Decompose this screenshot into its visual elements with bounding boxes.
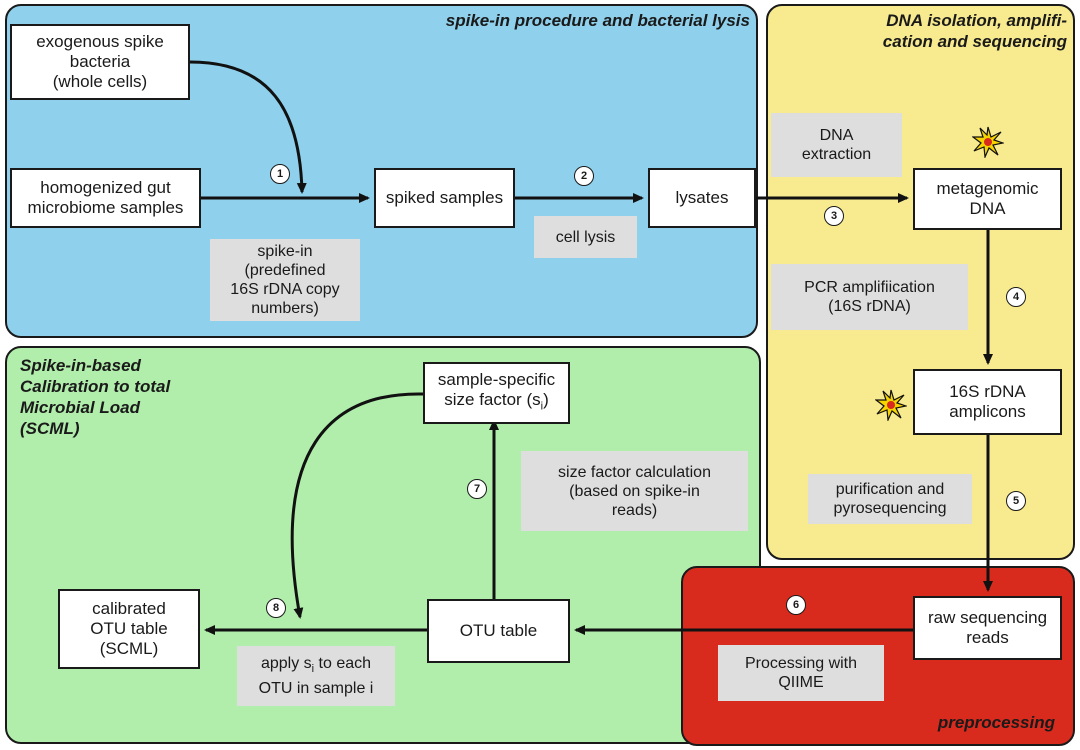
node-raw-sequencing-reads: raw sequencing reads [913,596,1062,660]
note-size-factor-calculation: size factor calculation (based on spike-… [521,451,748,531]
burst-star-icon [875,389,907,421]
note-cell-lysis: cell lysis [534,216,637,258]
panel-title-spike-in: spike-in procedure and bacterial lysis [445,11,750,30]
panel-scml [5,346,761,744]
panel-title-preprocessing: preprocessing [937,713,1055,732]
note-qiime-processing: Processing with QIIME [718,645,884,701]
size-factor-close: ) [543,389,549,409]
note-spike-in: spike-in (predefined 16S rDNA copy numbe… [210,239,360,321]
burst-star-icon [972,126,1004,158]
node-size-factor: sample-specific size factor (si) [423,362,570,424]
step-marker-1: 1 [270,164,290,184]
note-pcr-amplification: PCR amplifiication (16S rDNA) [771,264,968,330]
step-marker-6: 6 [786,595,806,615]
step-marker-7: 7 [467,479,487,499]
step-marker-8: 8 [266,598,286,618]
apply-label-pre: apply s [260,654,312,672]
node-otu-table: OTU table [427,599,570,663]
size-factor-subscript: i [540,400,544,413]
node-metagenomic-dna: metagenomic DNA [913,168,1062,230]
apply-subscript: i [311,663,315,676]
step-marker-2: 2 [574,166,594,186]
note-dna-extraction: DNA extraction [771,113,902,177]
step-marker-5: 5 [1006,491,1026,511]
note-apply-size-factor: apply si to each OTU in sample i [237,646,395,706]
node-lysates: lysates [648,168,756,228]
note-purification: purification and pyrosequencing [808,474,972,524]
node-spiked-samples: spiked samples [374,168,515,228]
step-marker-3: 3 [824,206,844,226]
node-exogenous-spike-bacteria: exogenous spike bacteria (whole cells) [10,24,190,100]
node-calibrated-otu-table: calibrated OTU table (SCML) [58,589,200,669]
panel-title-scml: Spike-in-based Calibration to total Micr… [20,356,171,438]
node-homogenized-samples: homogenized gut microbiome samples [10,168,201,228]
size-factor-label: sample-specific size factor (s [437,369,556,409]
node-16s-amplicons: 16S rDNA amplicons [913,369,1062,435]
apply-label-post: to each OTU in sample i [258,654,374,698]
step-marker-4: 4 [1006,287,1026,307]
arrow-sizefactor-to-apply [290,392,424,619]
arrow-exogenous-to-spiked [189,60,307,194]
panel-title-dna: DNA isolation, amplifi- cation and seque… [882,11,1067,51]
